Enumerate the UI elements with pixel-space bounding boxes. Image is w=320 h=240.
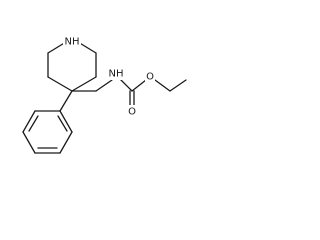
ester-oxygen-to-ethyl-bond: [154, 79, 171, 92]
aromatic-bond: [22, 131, 36, 154]
methylene-to-nitrogen-bond: [95, 79, 113, 92]
ring-bond: [71, 76, 97, 92]
carbonyl-to-ester-oxygen-bond: [131, 79, 147, 92]
molecule-drawing: NH NH O O: [22, 35, 187, 154]
aromatic-bond: [22, 110, 36, 133]
carbamate-nitrogen-label: NH: [109, 69, 124, 80]
quaternary-to-phenyl-bond: [59, 90, 73, 112]
carbonyl-oxygen-label: O: [128, 107, 136, 118]
nitrogen-to-carbonyl-bond: [119, 78, 133, 92]
atom-labels: NH NH O O: [63, 35, 155, 118]
piperidine-ring: [47, 41, 97, 92]
aromatic-bond: [59, 110, 73, 133]
aromatic-bond: [59, 131, 73, 154]
phenyl-ring: [22, 90, 73, 154]
piperidine-nitrogen-label: NH: [65, 37, 80, 48]
ring-bond: [47, 76, 73, 92]
structure-diagram: NH NH O O: [0, 0, 218, 166]
aromatic-inner-bond: [57, 115, 68, 132]
aromatic-inner-bond: [28, 115, 39, 132]
ethyl-bond: [169, 79, 187, 92]
ester-oxygen-label: O: [146, 72, 154, 83]
